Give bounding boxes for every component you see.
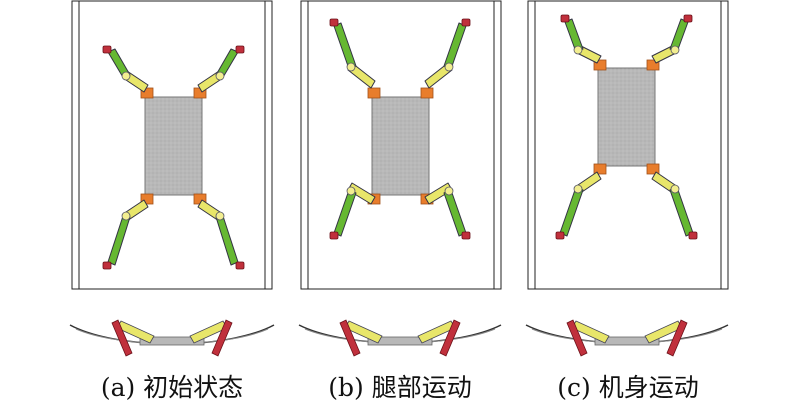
feet-b (329, 18, 471, 240)
robot-body-b (371, 96, 430, 196)
caption-a: (a) 初始状态 (100, 373, 244, 402)
knee-joints-b (346, 62, 454, 196)
feet-c (555, 14, 698, 240)
knee-joints-c (573, 45, 680, 194)
panel-b (298, 0, 502, 357)
caption-c: (c) 机身运动 (557, 373, 699, 402)
side-view-c (525, 319, 729, 357)
panel-c (525, 0, 729, 357)
side-view-a (69, 319, 275, 357)
feet-a (102, 45, 245, 270)
robot-body-a (144, 96, 203, 196)
caption-b: (b) 腿部运动 (328, 373, 472, 402)
side-view-b (298, 319, 502, 357)
robot-body-c (597, 67, 656, 167)
hip-joints-c (593, 59, 660, 175)
knee-joints-a (121, 71, 225, 221)
panel-a (69, 0, 275, 357)
